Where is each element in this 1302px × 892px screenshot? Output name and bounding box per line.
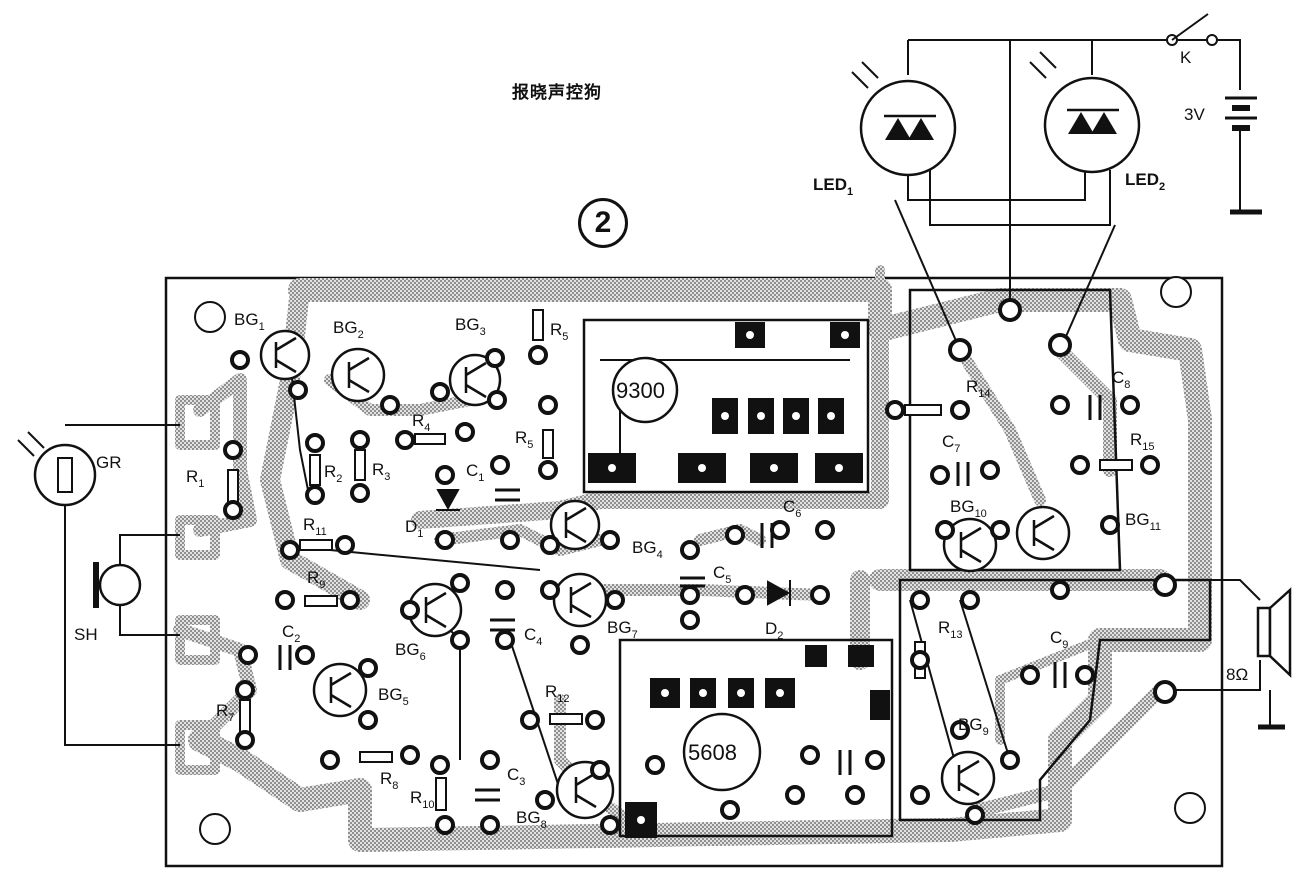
led2 <box>1029 51 1141 174</box>
label-bg9: BG9 <box>958 715 989 738</box>
label-d1: D1 <box>405 517 423 540</box>
label-bg3: BG3 <box>455 315 486 338</box>
label-r4: R4 <box>412 411 430 434</box>
led1 <box>851 61 957 177</box>
label-r12: R12 <box>545 682 570 705</box>
label-3v: 3V <box>1184 105 1205 124</box>
switch-k-symbol <box>1166 13 1218 46</box>
label-led2: LED2 <box>1125 170 1165 193</box>
label-gr: GR <box>96 453 122 472</box>
label-bg8: BG8 <box>516 808 547 831</box>
label-c9: C9 <box>1050 628 1068 651</box>
resistors <box>227 309 1133 811</box>
label-r5b: R5 <box>515 428 533 451</box>
ic2-label: 5608 <box>688 740 737 765</box>
label-c6: C6 <box>783 497 801 520</box>
ic2-circle <box>682 712 762 792</box>
ic1-label: 9300 <box>616 378 665 403</box>
speaker-symbol <box>1256 587 1292 678</box>
label-r2: R2 <box>324 462 342 485</box>
label-c4: C4 <box>524 625 542 648</box>
label-r15: R15 <box>1130 430 1155 453</box>
label-r7: R7 <box>216 701 234 724</box>
label-led1: LED1 <box>813 175 853 198</box>
label-c3: C3 <box>507 765 525 788</box>
mounting-holes <box>194 276 1206 845</box>
label-d2: D2 <box>765 619 783 642</box>
label-bg4: BG4 <box>632 538 663 561</box>
label-bg11: BG11 <box>1125 510 1161 533</box>
label-r3: R3 <box>372 460 390 483</box>
ic1-circle <box>611 356 679 424</box>
photoresistor-gr <box>17 431 97 507</box>
figure-number: 2 <box>578 198 628 248</box>
label-c8: C8 <box>1112 368 1130 391</box>
label-speaker: 8Ω <box>1226 665 1248 684</box>
label-c7: C7 <box>942 432 960 455</box>
transistors <box>259 329 1071 820</box>
ic1-block <box>582 318 870 494</box>
square-pad-holes <box>608 331 849 824</box>
label-bg6: BG6 <box>395 640 426 663</box>
round-pads <box>223 298 1177 835</box>
label-c2: C2 <box>282 622 300 645</box>
label-r10: R10 <box>410 788 435 811</box>
label-bg1: BG1 <box>234 310 265 333</box>
label-r13: R13 <box>938 618 963 641</box>
label-r9: R9 <box>307 568 325 591</box>
bottom-right-section-outline <box>898 578 1212 822</box>
label-r5a: R5 <box>550 320 568 343</box>
battery-symbol <box>1225 96 1257 131</box>
label-k: K <box>1180 48 1192 67</box>
label-bg2: BG2 <box>333 318 364 341</box>
label-r14: R14 <box>966 377 991 400</box>
diagram-title: 报晓声控狗 <box>512 83 602 103</box>
microphone-sh <box>93 562 142 608</box>
capacitors <box>278 395 1102 802</box>
label-c5: C5 <box>713 563 731 586</box>
label-bg10: BG10 <box>950 497 987 520</box>
label-r11: R11 <box>303 515 327 538</box>
diodes <box>436 489 791 606</box>
label-bg7: BG7 <box>607 618 638 641</box>
label-r8: R8 <box>380 769 398 792</box>
label-bg5: BG5 <box>378 685 409 708</box>
label-r1: R1 <box>186 467 204 490</box>
label-sh: SH <box>74 625 98 644</box>
right-section-outline <box>908 288 1122 572</box>
label-c1: C1 <box>466 461 484 484</box>
ic2-block <box>618 638 894 838</box>
